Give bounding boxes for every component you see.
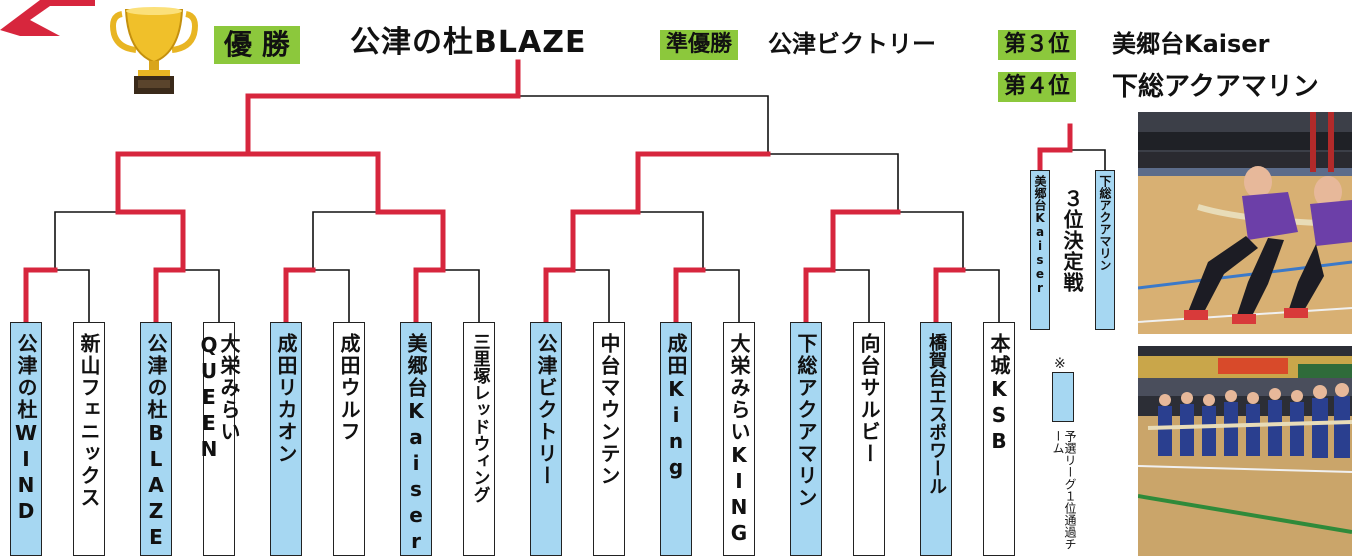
third-place-name: 美郷台Kaiser xyxy=(1112,30,1270,58)
team-box: 新山フェニックス xyxy=(73,322,105,556)
bracket-line xyxy=(517,95,769,155)
third-place-team-a: 美郷台Kaiser xyxy=(1030,170,1050,330)
team-name: 橋賀台エスポワール xyxy=(926,333,947,495)
bracket-line xyxy=(245,151,381,215)
bracket-line xyxy=(1069,149,1106,171)
bracket-line xyxy=(115,209,186,273)
fourth-place-label: 第４位 xyxy=(998,72,1077,102)
team-name: 成田ウルフ xyxy=(337,333,361,443)
bracket-line xyxy=(543,267,576,325)
bracket-line xyxy=(182,269,220,323)
bracket-line xyxy=(832,269,870,323)
team-name: 新山フェニックス xyxy=(77,333,101,509)
team-name: 公津ビクトリー xyxy=(534,333,558,487)
bracket-line xyxy=(442,269,480,323)
team-name: 中台マウンテン xyxy=(597,333,621,487)
team-box: 成田King xyxy=(660,322,692,556)
third-place-team-b: 下総アクアマリン xyxy=(1095,170,1115,330)
bracket-line xyxy=(54,211,119,271)
team-box: 下総アクアマリン xyxy=(790,322,822,556)
bracket-line xyxy=(54,269,90,323)
team-name: 向台サルビー xyxy=(857,333,881,465)
team-box: 公津の杜WIND xyxy=(10,322,42,556)
team-name: 成田King xyxy=(664,333,688,481)
trophy-icon xyxy=(110,7,198,94)
runner-up-name: 公津ビクトリー xyxy=(768,30,936,58)
champion-name: 公津の杜BLAZE xyxy=(350,25,587,60)
team-name: 公津の杜WIND xyxy=(14,333,38,525)
team-name: 三里塚レッドウィング xyxy=(469,333,490,503)
third-place-label: 第３位 xyxy=(998,30,1077,60)
bracket-line xyxy=(702,269,740,323)
bracket-line xyxy=(375,209,446,273)
bracket-line xyxy=(570,209,641,273)
bracket-line xyxy=(283,267,316,325)
bracket-line xyxy=(153,267,186,325)
team-box: 美郷台Kaiser xyxy=(400,322,432,556)
bracket-line xyxy=(115,151,251,215)
team-name: 大栄みらいKING xyxy=(727,333,751,547)
bracket-line xyxy=(767,153,899,213)
bracket-line xyxy=(962,269,1000,323)
third-place-match-title: ３位決定戦 xyxy=(1060,188,1084,293)
bracket-line xyxy=(572,269,610,323)
bracket-line xyxy=(933,267,966,325)
legend-swatch xyxy=(1052,372,1074,422)
runner-up-label: 準優勝 xyxy=(660,30,739,60)
team-name: 公津の杜BLAZE xyxy=(144,333,168,551)
bracket-line xyxy=(23,267,58,325)
bracket-line xyxy=(635,151,771,215)
team-box: 向台サルビー xyxy=(853,322,885,556)
bracket-line xyxy=(413,267,446,325)
tug-of-war-photo-2 xyxy=(1138,346,1352,556)
legend-text: 予選リーグ１位通過チーム xyxy=(1051,430,1077,550)
team-name: 下総アクアマリン xyxy=(794,333,818,509)
bracket-line xyxy=(897,211,964,271)
bracket-line xyxy=(803,267,836,325)
team-box: 成田リカオン xyxy=(270,322,302,556)
fourth-place-name: 下総アクアマリン xyxy=(1112,72,1319,102)
team-box: 成田ウルフ xyxy=(333,322,365,556)
team-name: 下総アクアマリン xyxy=(1098,175,1112,271)
team-name: 美郷台Kaiser xyxy=(404,333,428,555)
bracket-line xyxy=(1037,123,1073,173)
team-box: 大栄みらいKING xyxy=(723,322,755,556)
bracket-line xyxy=(830,209,901,273)
team-box: 公津の杜BLAZE xyxy=(140,322,172,556)
team-box: 本城KSB xyxy=(983,322,1015,556)
bracket-line xyxy=(673,267,706,325)
team-box: 橋賀台エスポワール xyxy=(920,322,952,556)
team-box: 中台マウンテン xyxy=(593,322,625,556)
team-name: 本城KSB xyxy=(987,333,1011,455)
bracket-line xyxy=(245,93,521,157)
team-box: 大栄みらいQUEEN xyxy=(197,322,241,556)
legend-mark: ※ xyxy=(1054,356,1066,372)
team-box: 三里塚レッドウィング xyxy=(463,322,495,556)
team-name: 成田リカオン xyxy=(274,333,298,465)
team-name: 美郷台Kaiser xyxy=(1033,175,1047,295)
bracket-line xyxy=(637,211,704,271)
champion-label: 優 勝 xyxy=(214,26,300,64)
bracket-line xyxy=(312,211,379,271)
corner-arrow-icon xyxy=(0,0,95,36)
team-box: 公津ビクトリー xyxy=(530,322,562,556)
tug-of-war-photo-1 xyxy=(1138,112,1352,334)
bracket-line xyxy=(312,269,350,323)
team-name: 大栄みらいQUEEN xyxy=(197,333,241,463)
